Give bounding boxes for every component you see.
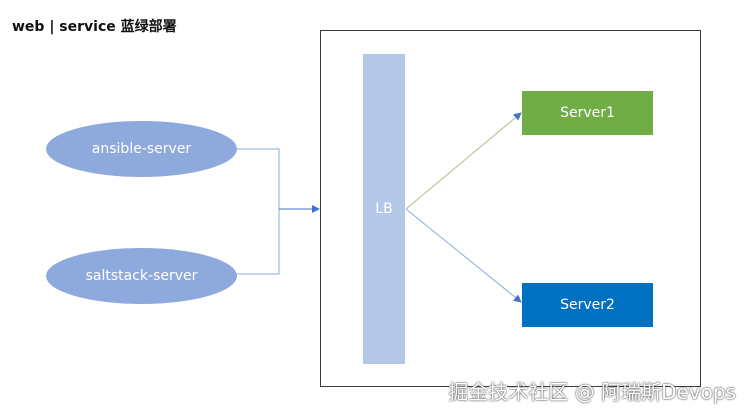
- connector-ansible: [236, 148, 280, 209]
- load-balancer-label: LB: [375, 201, 393, 217]
- connector-lb-server1-arrow: [405, 112, 522, 210]
- server-label: Server1: [560, 105, 615, 121]
- client-saltstack-server: saltstack-server: [46, 248, 237, 304]
- server2-box: Server2: [522, 283, 653, 327]
- server1-box: Server1: [522, 91, 653, 135]
- server-label: Server2: [560, 297, 615, 313]
- connector-lb-server2-arrow: [405, 208, 522, 303]
- client-ansible-server: ansible-server: [46, 121, 237, 177]
- client-label: saltstack-server: [85, 268, 198, 284]
- deployment-frame: [320, 30, 701, 387]
- client-label: ansible-server: [91, 141, 192, 157]
- connector-saltstack: [236, 209, 280, 275]
- watermark: 掘金技术社区 @ 阿瑞斯Devops: [448, 380, 736, 404]
- load-balancer: LB: [363, 54, 405, 364]
- diagram-title: web | service 蓝绿部署: [12, 19, 177, 35]
